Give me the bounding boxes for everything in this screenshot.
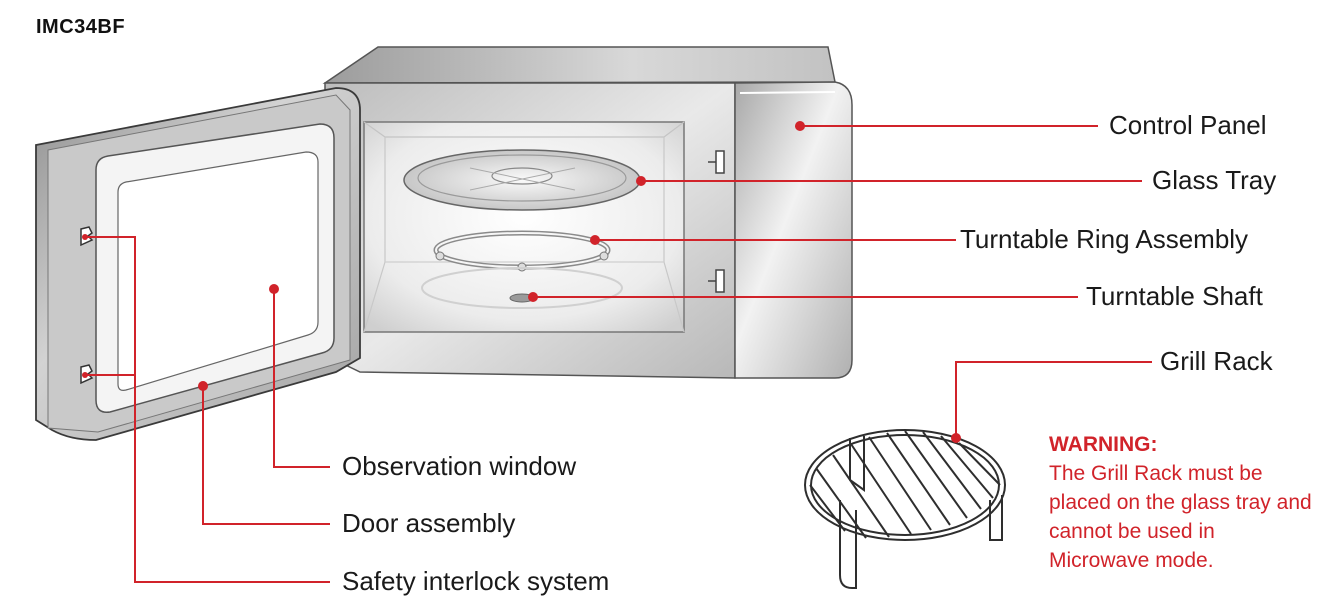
latch-slot-icon (708, 150, 725, 293)
warning-text: The Grill Rack must be placed on the gla… (1049, 462, 1312, 572)
label-observation-window: Observation window (342, 451, 577, 481)
label-grill-rack: Grill Rack (1160, 346, 1273, 376)
model-number: IMC34BF (36, 16, 126, 38)
label-turntable-ring: Turntable Ring Assembly (960, 224, 1249, 254)
turntable-shaft (421, 267, 623, 309)
label-door-assembly: Door assembly (342, 508, 516, 538)
leader-lines (85, 125, 1152, 583)
glass-tray (403, 149, 641, 211)
warning-box: WARNING: The Grill Rack must be placed o… (1049, 430, 1319, 575)
door-assembly (35, 87, 361, 441)
warning-title: WARNING: (1049, 433, 1158, 456)
label-glass-tray: Glass Tray (1152, 165, 1277, 195)
label-turntable-shaft: Turntable Shaft (1086, 281, 1263, 311)
label-control-panel: Control Panel (1109, 110, 1267, 140)
label-safety-interlock: Safety interlock system (342, 566, 610, 596)
leader-dots (82, 121, 961, 443)
grill-rack (804, 429, 1006, 589)
